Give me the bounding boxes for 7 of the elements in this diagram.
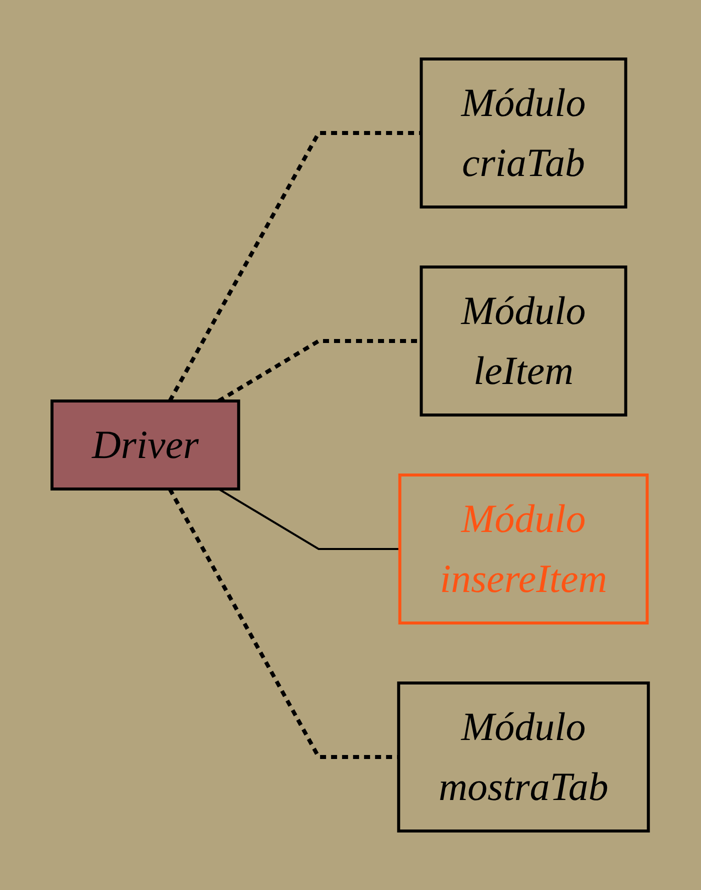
node-box: Módulo mostraTab	[397, 682, 650, 832]
connector	[218, 488, 400, 550]
node-box: Módulo leItem	[420, 266, 628, 416]
node-box: Módulo insereItem	[398, 474, 649, 624]
connector	[168, 131, 422, 402]
node-box: Módulo criaTab	[420, 58, 628, 208]
node-box: Driver	[50, 400, 240, 490]
